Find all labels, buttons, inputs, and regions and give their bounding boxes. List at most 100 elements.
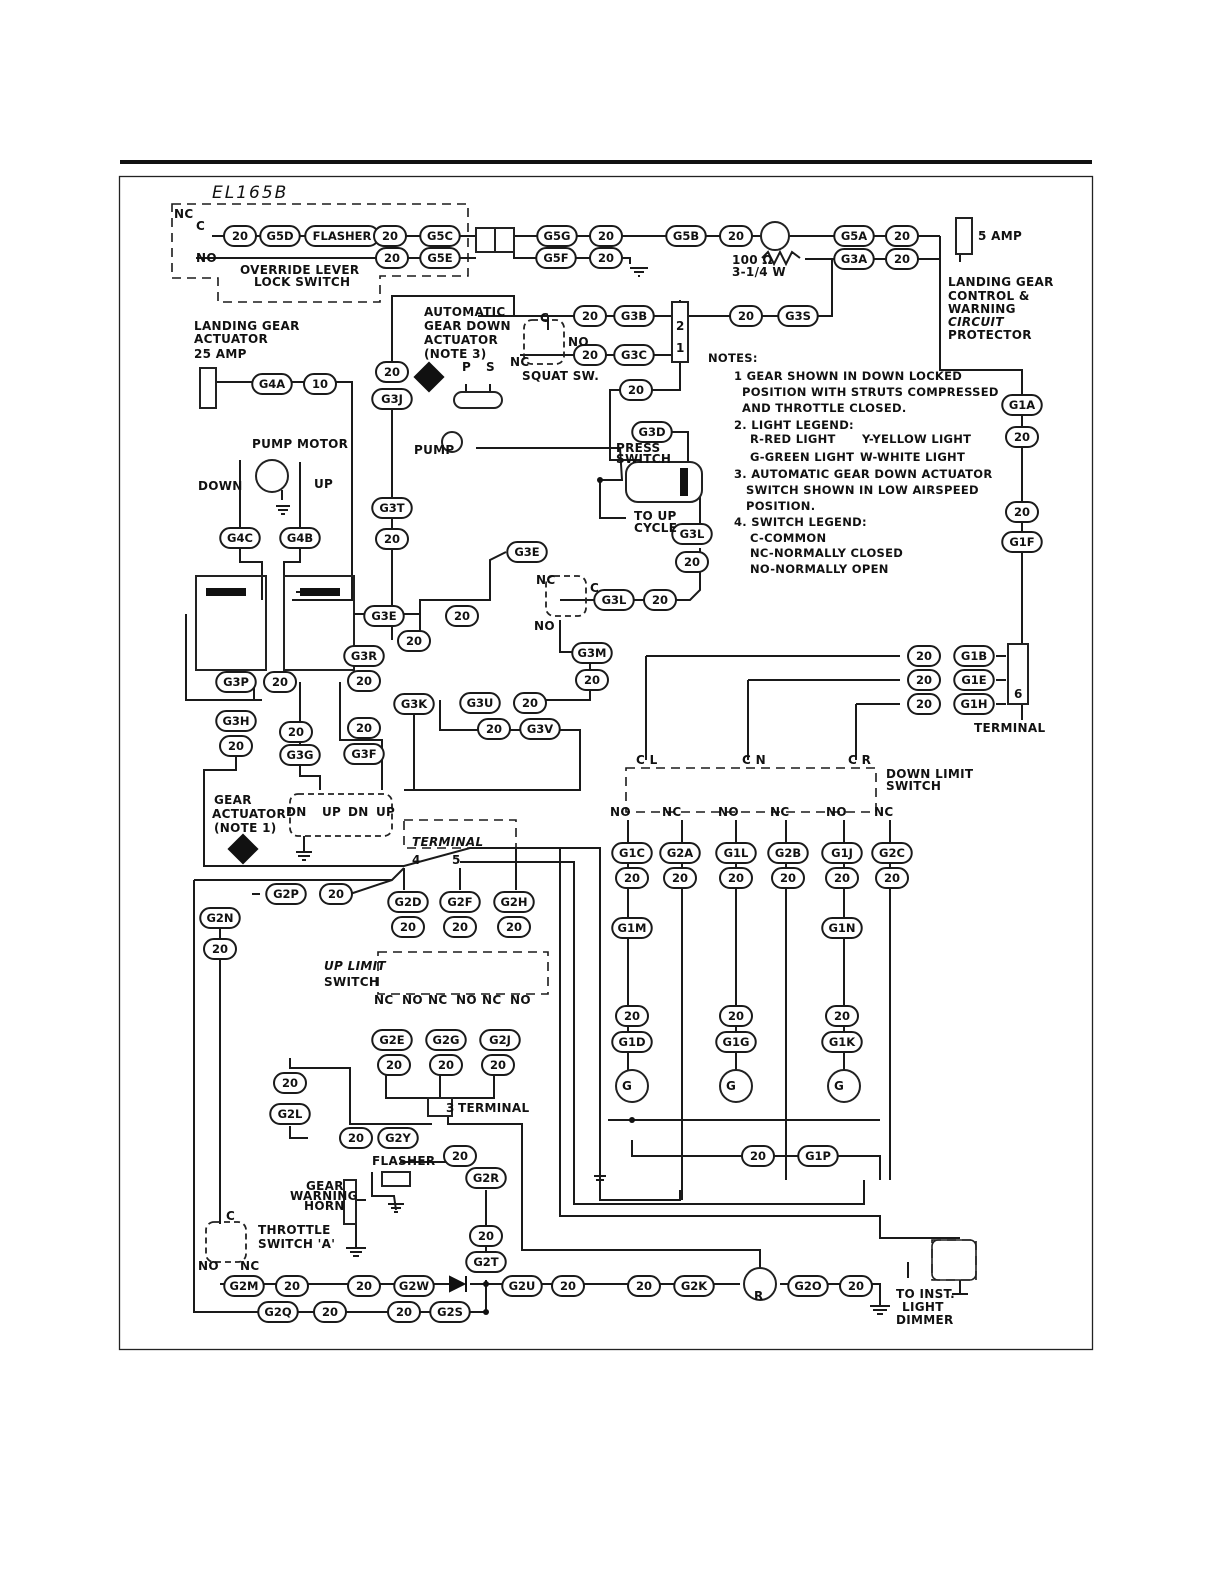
wire-label-text: G2Y (385, 1131, 411, 1145)
wire-label-outline (477, 718, 511, 740)
wire-label-pill: G3F (343, 743, 385, 765)
wire-label-outline (339, 1127, 373, 1149)
wire-label-outline (767, 842, 809, 864)
wire-label-outline (371, 1029, 413, 1051)
green-light-1 (615, 1069, 649, 1103)
wire-label-text: 20 (356, 674, 372, 688)
wire-label-outline (619, 379, 653, 401)
wire-label-outline (203, 938, 237, 960)
wire-label-pill: G3E (506, 541, 548, 563)
wire-label-pill: G1L (715, 842, 757, 864)
label-throttle-c: C (226, 1209, 235, 1223)
wire-label-text: 20 (486, 722, 502, 736)
wire-label-pill: G2K (673, 1275, 715, 1297)
label-override-1: OVERRIDE LEVER (240, 263, 359, 277)
label-terminal-mid: TERMINAL (412, 835, 483, 849)
wire-label-text: 20 (750, 1149, 766, 1163)
wire-label-pill: G5D (259, 225, 301, 247)
wire-label-text: 20 (356, 1279, 372, 1293)
wire-label-text: 20 (212, 942, 228, 956)
wire-label-text: 20 (452, 920, 468, 934)
auto-actuator-switch (453, 391, 503, 409)
wire-label-text: G2C (879, 846, 905, 860)
wire-label-text: 20 (506, 920, 522, 934)
label-auto-2: GEAR DOWN (424, 319, 511, 333)
wire-label-outline (611, 917, 653, 939)
wire-label-outline (589, 247, 623, 269)
wire-label-outline (627, 1275, 661, 1297)
label-gear-act-1: GEAR (214, 793, 252, 807)
wire-label-pill: G2Y (377, 1127, 419, 1149)
wire-label-outline (536, 225, 578, 247)
wire-label-pill: G5E (419, 247, 461, 269)
wire-label-pill: G1A (1001, 394, 1043, 416)
wire-label-text: G1L (724, 846, 749, 860)
wire-label-outline (593, 589, 635, 611)
wire-label-text: G3R (351, 649, 377, 663)
label-squat: SQUAT SW. (522, 369, 599, 383)
note-1b: POSITION WITH STRUTS COMPRESSED (742, 385, 999, 399)
wire-label-text: 20 (400, 920, 416, 934)
wire-label-text: G2F (447, 895, 472, 909)
label-ga-dn2: DN (348, 805, 369, 819)
wire-label-text: G2A (667, 846, 693, 860)
wire-label-pill: 20 (575, 669, 609, 691)
wire-label-outline (787, 1275, 829, 1297)
wire-label-text: 20 (560, 1279, 576, 1293)
label-dl-nc3: NC (874, 805, 893, 819)
wire-label-outline (589, 225, 623, 247)
wire-label-pill: 20 (313, 1301, 347, 1323)
wire-label-outline (839, 1275, 873, 1297)
label-t3: 3 (446, 1101, 455, 1115)
wire-label-outline (279, 527, 321, 549)
wire-label-text: 20 (848, 1279, 864, 1293)
wire-label-text: G3S (785, 309, 811, 323)
flasher-symbol (381, 1171, 411, 1187)
wire-label-outline (199, 907, 241, 929)
wire-label-pill: G3P (215, 671, 257, 693)
wire-label-pill: G2Q (257, 1301, 299, 1323)
note-2d: G-GREEN LIGHT (750, 450, 854, 464)
wire-label-pill: 20 (875, 867, 909, 889)
wire-label-outline (797, 1145, 839, 1167)
wire-label-outline (613, 305, 655, 327)
label-c-top: C (196, 219, 205, 233)
wire-label-pill: 20 (719, 867, 753, 889)
wire-label-text: G3T (379, 501, 404, 515)
wire-label-outline (373, 225, 407, 247)
wire-label-outline (319, 883, 353, 905)
wire-label-text: G2T (473, 1255, 498, 1269)
label-resistor-watt: 3-1/4 W (732, 265, 786, 279)
wire-label-outline (501, 1275, 543, 1297)
label-throttle-1: THROTTLE (258, 1223, 331, 1237)
green-light-3 (827, 1069, 861, 1103)
wire-label-text: 20 (738, 309, 754, 323)
throttle-switch (205, 1221, 247, 1263)
label-term-6: 6 (1014, 687, 1023, 701)
wire-label-outline (611, 1031, 653, 1053)
wire-label-text: 20 (384, 365, 400, 379)
label-pump: PUMP (414, 443, 454, 457)
wire-label-outline (1005, 501, 1039, 523)
wire-label-pill: G1K (821, 1031, 863, 1053)
label-ul-nc2: NC (428, 993, 447, 1007)
wire-label-outline (953, 645, 995, 667)
wire-label-outline (257, 1301, 299, 1323)
wire-label-pill: G3L (593, 589, 635, 611)
wire-label-outline (1005, 426, 1039, 448)
note-3b: SWITCH SHOWN IN LOW AIRSPEED (746, 483, 979, 497)
gear-warning-horn (343, 1179, 357, 1225)
wire-label-pill: G2U (501, 1275, 543, 1297)
wire-label-outline (469, 1225, 503, 1247)
wire-label-outline (275, 1275, 309, 1297)
wire-label-pill: 20 (589, 225, 623, 247)
wire-label-outline (393, 693, 435, 715)
wire-label-text: G4B (287, 531, 313, 545)
wire-label-text: 20 (382, 229, 398, 243)
wire-label-text: G2J (489, 1033, 511, 1047)
wire-label-text: G3B (621, 309, 647, 323)
wire-label-outline (343, 743, 385, 765)
label-ul-no3: NO (510, 993, 531, 1007)
wire-label-pill: G3D (631, 421, 673, 443)
wire-label-text: 20 (490, 1058, 506, 1072)
